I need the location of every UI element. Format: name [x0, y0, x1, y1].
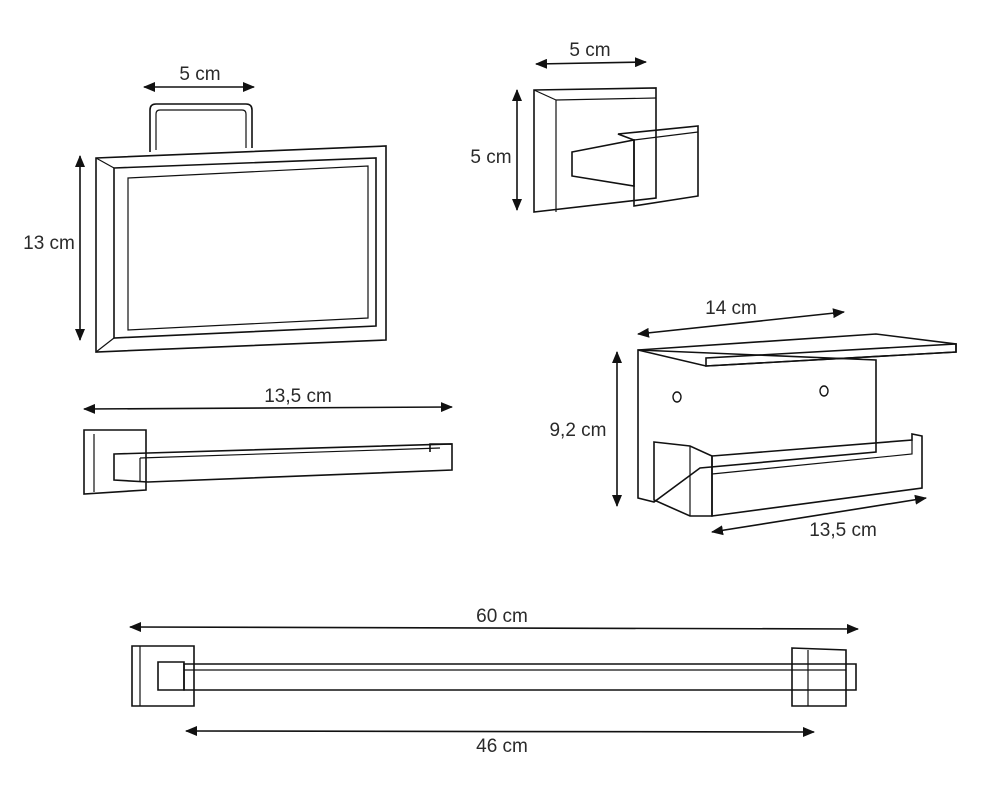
short-towel-bar: [83, 429, 453, 495]
paper-holder-width-arrow: [637, 308, 845, 338]
toilet-paper-holder: [637, 333, 957, 517]
hook-height-label: 5 cm: [470, 147, 511, 168]
long-bar-total-label: 60 cm: [476, 606, 528, 627]
hook-width-arrow: [535, 57, 647, 69]
paper-holder-depth-label: 13,5 cm: [809, 520, 877, 541]
paper-holder-height-label: 9,2 cm: [549, 420, 606, 441]
ring-frame-opening: [127, 165, 369, 331]
short-bar-length-arrow: [83, 402, 453, 414]
ring-frame-inner: [113, 157, 377, 339]
robe-hook: [533, 87, 699, 213]
paper-holder-shelf-front: [705, 343, 957, 367]
long-towel-bar: [131, 645, 857, 707]
paper-holder-width-label: 14 cm: [705, 298, 757, 319]
long-bar-left-arm: [157, 661, 185, 691]
hook-width-label: 5 cm: [569, 40, 610, 61]
mount-hole: [819, 385, 829, 397]
ring-width-label: 5 cm: [179, 64, 220, 85]
short-bar-top-edge: [139, 447, 441, 459]
long-bar-tube: [183, 663, 857, 691]
long-bar-inner-label: 46 cm: [476, 736, 528, 757]
long-bar-left-mount: [131, 645, 195, 707]
short-bar-mount: [83, 429, 147, 495]
short-bar-arm: [113, 443, 453, 483]
ring-mount-bracket: [149, 103, 253, 152]
hook-head-edge: [617, 133, 635, 141]
ring-frame-edge: [95, 337, 115, 353]
paper-holder-back-plate: [637, 349, 877, 503]
hook-base-front: [555, 97, 657, 101]
long-bar-inner-arrow: [185, 726, 815, 737]
paper-holder-base-block: [653, 441, 713, 517]
mount-hole: [672, 391, 682, 403]
ring-height-label: 13 cm: [23, 233, 75, 254]
hook-arm-top: [571, 139, 635, 187]
ring-mount-bracket-inner: [155, 109, 247, 150]
short-bar-length-label: 13,5 cm: [264, 386, 332, 407]
hook-head-edge: [633, 131, 699, 141]
long-bar-total-arrow: [129, 622, 859, 634]
ring-frame-edge: [95, 157, 115, 169]
short-bar-end-lip: [429, 443, 452, 452]
ring-frame-outer: [95, 145, 387, 353]
paper-holder-arm-inner: [711, 440, 913, 475]
towel-ring-holder: [95, 103, 387, 353]
paper-holder-depth-arrow: [711, 494, 927, 536]
hook-base-plate: [533, 87, 657, 213]
hook-base-edge: [533, 89, 557, 101]
long-bar-right-mount: [791, 647, 847, 707]
